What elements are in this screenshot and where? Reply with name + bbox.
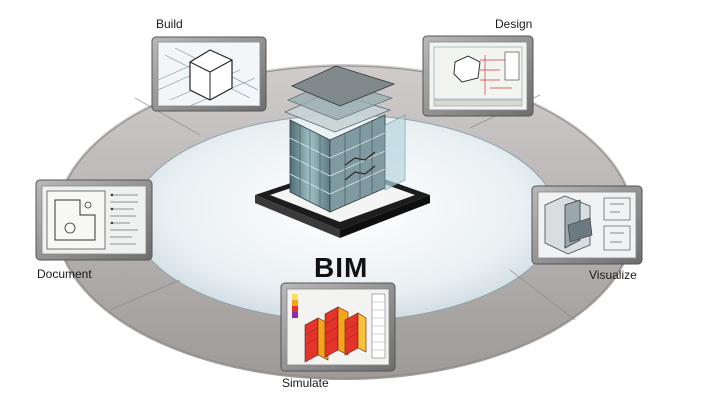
floor-plan-drawing-icon	[433, 46, 523, 107]
simulate-label: Simulate	[282, 376, 329, 390]
bim-building-model	[255, 65, 430, 238]
document-panel	[35, 179, 153, 261]
design-label: Design	[495, 17, 533, 31]
build-panel	[151, 36, 267, 112]
isometric-building-wireframe-icon	[157, 47, 259, 107]
visualize-label: Visualize	[589, 268, 637, 282]
build-label: Build	[156, 17, 183, 31]
simulate-panel	[280, 282, 396, 372]
visualize-panel	[531, 185, 643, 265]
construction-document-sheet-icon	[46, 190, 138, 250]
document-label: Document	[37, 267, 92, 281]
energy-analysis-heatmap-icon	[292, 293, 386, 363]
design-panel	[422, 35, 534, 117]
3d-model-render-icon	[544, 195, 631, 255]
bim-title: BIM	[314, 252, 369, 283]
